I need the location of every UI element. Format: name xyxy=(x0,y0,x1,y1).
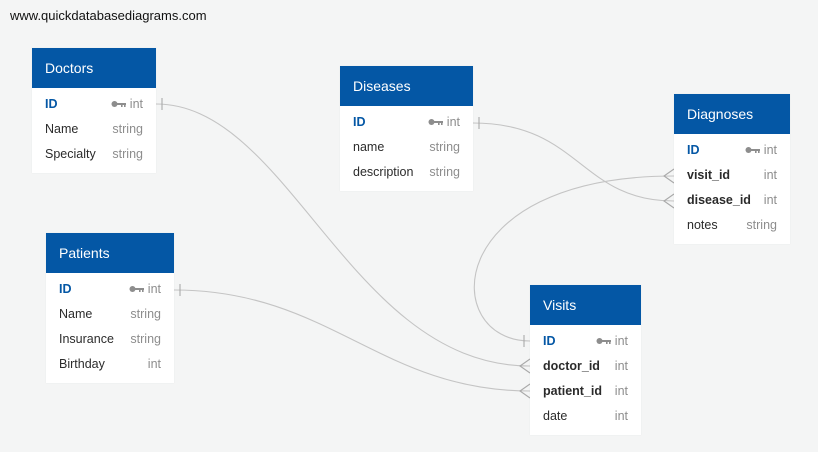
table-title: Visits xyxy=(530,285,641,325)
field-name: Specialty xyxy=(45,147,96,161)
field-type: int xyxy=(147,357,161,371)
link-patients-visits xyxy=(173,289,531,392)
field-row[interactable]: visit_id int xyxy=(674,163,790,188)
key-icon xyxy=(129,285,144,292)
field-row[interactable]: notes string xyxy=(674,213,790,238)
field-type: int xyxy=(745,138,777,163)
field-type: int xyxy=(111,92,143,117)
field-name: visit_id xyxy=(687,168,731,182)
field-row[interactable]: ID int xyxy=(530,329,641,354)
link-diseases-diagnoses xyxy=(472,122,675,202)
field-type: int xyxy=(614,384,628,398)
field-type: int xyxy=(763,193,777,207)
site-url[interactable]: www.quickdatabasediagrams.com xyxy=(10,8,207,23)
field-name: Name xyxy=(45,122,79,136)
field-type: int xyxy=(428,110,460,135)
table-title: Doctors xyxy=(32,48,156,88)
field-name: ID xyxy=(687,143,700,157)
key-icon xyxy=(428,118,443,125)
field-type: string xyxy=(746,218,777,232)
field-name: date xyxy=(543,409,568,423)
table-title: Diagnoses xyxy=(674,94,790,134)
field-name: ID xyxy=(353,115,366,129)
field-row[interactable]: Insurance string xyxy=(46,327,174,352)
field-name: patient_id xyxy=(543,384,603,398)
field-type: int xyxy=(763,168,777,182)
table-title: Patients xyxy=(46,233,174,273)
link-visits-diagnoses xyxy=(473,175,675,342)
field-row[interactable]: doctor_id int xyxy=(530,354,641,379)
field-type: int xyxy=(596,329,628,354)
field-row[interactable]: ID int xyxy=(46,277,174,302)
field-row[interactable]: ID int xyxy=(32,92,156,117)
field-type: int xyxy=(614,359,628,373)
field-row[interactable]: disease_id int xyxy=(674,188,790,213)
field-row[interactable]: date int xyxy=(530,404,641,429)
field-type: string xyxy=(429,140,460,154)
field-type: string xyxy=(429,165,460,179)
field-row[interactable]: ID int xyxy=(340,110,473,135)
key-icon xyxy=(745,146,760,153)
field-name: Insurance xyxy=(59,332,114,346)
field-type: string xyxy=(130,307,161,321)
field-row[interactable]: patient_id int xyxy=(530,379,641,404)
field-name: description xyxy=(353,165,414,179)
field-name: ID xyxy=(543,334,556,348)
field-row[interactable]: Birthday int xyxy=(46,352,174,377)
field-type: int xyxy=(129,277,161,302)
field-row[interactable]: Name string xyxy=(46,302,174,327)
field-name: doctor_id xyxy=(543,359,600,373)
table-doctors[interactable]: Doctors ID int Name string Specialty str… xyxy=(32,48,156,173)
field-row[interactable]: Name string xyxy=(32,117,156,142)
field-name: ID xyxy=(45,97,58,111)
field-name: disease_id xyxy=(687,193,751,207)
field-row[interactable]: ID int xyxy=(674,138,790,163)
field-type: string xyxy=(130,332,161,346)
field-type: int xyxy=(614,409,628,423)
field-row[interactable]: Specialty string xyxy=(32,142,156,167)
key-icon xyxy=(111,100,126,107)
table-diagnoses[interactable]: Diagnoses ID int visit_id int disease_id… xyxy=(674,94,790,244)
field-type: string xyxy=(112,122,143,136)
table-diseases[interactable]: Diseases ID int name string description … xyxy=(340,66,473,191)
field-name: notes xyxy=(687,218,718,232)
field-row[interactable]: name string xyxy=(340,135,473,160)
field-row[interactable]: description string xyxy=(340,160,473,185)
table-title: Diseases xyxy=(340,66,473,106)
key-icon xyxy=(596,337,611,344)
table-visits[interactable]: Visits ID int doctor_id int patient_id i… xyxy=(530,285,641,435)
field-type: string xyxy=(112,147,143,161)
field-name: name xyxy=(353,140,385,154)
field-name: Name xyxy=(59,307,93,321)
link-doctors-visits xyxy=(155,103,531,367)
field-name: ID xyxy=(59,282,72,296)
field-name: Birthday xyxy=(59,357,105,371)
table-patients[interactable]: Patients ID int Name string Insurance st… xyxy=(46,233,174,383)
